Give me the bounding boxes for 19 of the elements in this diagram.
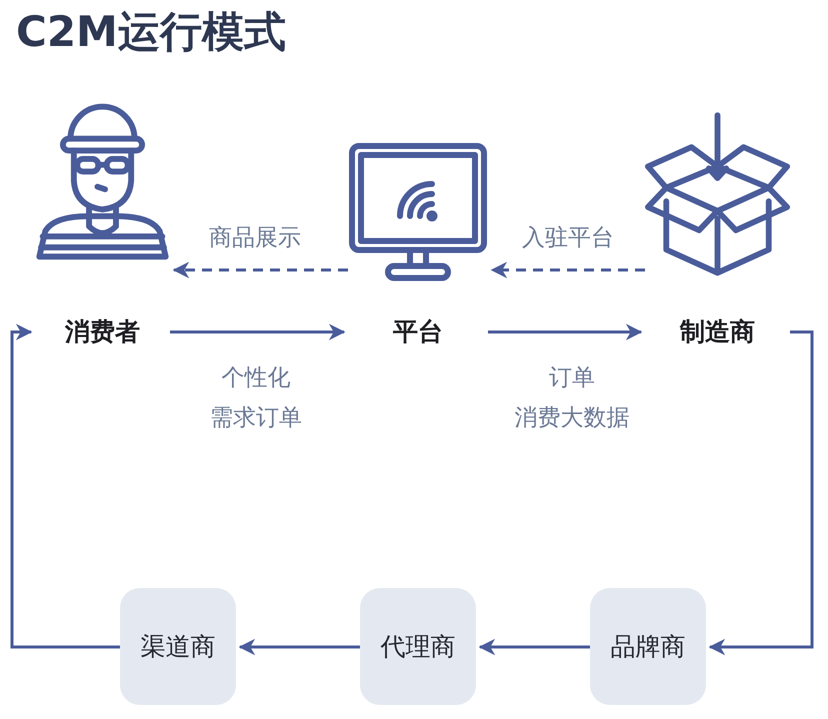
arrow: [490, 262, 645, 278]
arrow: [238, 638, 360, 656]
process-box: 代理商: [360, 588, 476, 705]
arrow: [170, 324, 346, 340]
node-label: 制造商: [680, 317, 755, 347]
process-box: 品牌商: [590, 588, 706, 705]
arrow: [708, 330, 814, 656]
arrow: [488, 324, 642, 340]
arrow: [172, 262, 348, 278]
edge-label: 商品展示: [208, 224, 302, 253]
edge-label: 个性化需求订单: [209, 364, 303, 433]
arrow: [10, 324, 120, 648]
title: C2M运行模式: [16, 6, 286, 58]
node-label: 平台: [393, 317, 443, 347]
edge-label: 入驻平台: [521, 224, 615, 253]
process-box: 渠道商: [120, 588, 236, 705]
arrow: [478, 638, 590, 656]
node-label: 消费者: [65, 317, 140, 347]
edge-label: 订单消费大数据: [514, 364, 630, 433]
